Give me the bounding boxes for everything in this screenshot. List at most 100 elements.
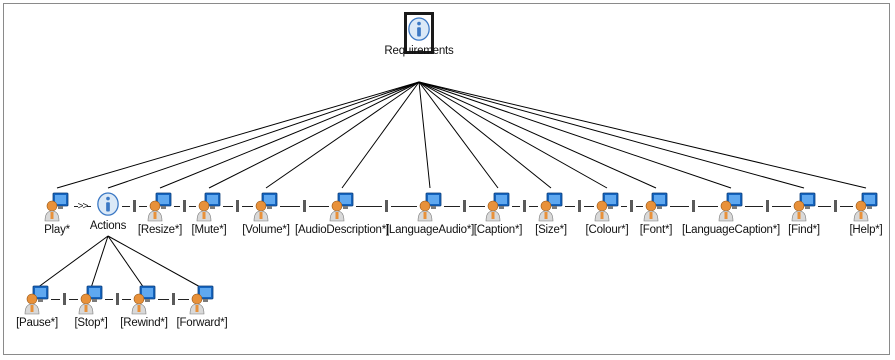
sequence-bar [462,200,466,212]
sequence-bar [116,293,119,305]
user-computer-icon [552,192,662,222]
user-computer-icon [676,192,786,222]
node-label: Requirements [384,45,454,57]
sequence-bar [523,200,526,212]
user-computer-icon [211,192,321,222]
user-computer-icon [601,192,711,222]
info-icon [53,192,163,218]
node-label: [Stop*] [74,317,108,329]
sequence-bar [630,200,633,212]
node-languageaudio[interactable]: [LanguageAudio*] [375,192,485,236]
edge-requirements-languagecaption [418,81,732,189]
edge-requirements-resize [159,81,420,189]
node-requirements[interactable]: Requirements [364,17,474,57]
edge-requirements-actions [107,81,420,189]
sequence-bar [692,200,695,212]
sequence-connector [120,198,148,214]
node-label: [Colour*] [585,224,629,236]
node-pause[interactable]: [Pause*] [0,285,92,329]
edge-requirements-audiodescription [341,81,420,189]
sequence-connector [510,198,539,214]
edge-requirements-size [418,81,552,189]
node-resize[interactable]: [Resize*] [105,192,215,236]
requires-connector: >> [69,198,96,214]
node-label: [Mute*] [191,224,227,236]
sequence-bar [577,200,581,212]
edge-requirements-font [418,81,657,189]
sequence-bar [236,200,239,212]
user-computer-icon [811,192,895,222]
node-label: [AudioDescription*] [294,224,389,236]
edge-actions-stop [90,235,109,289]
node-label: [Size*] [535,224,567,236]
sequence-bar [183,200,186,212]
sequence-connector [103,291,132,307]
sequence-bar [766,200,769,212]
node-mute[interactable]: [Mute*] [154,192,264,236]
edge-actions-forward [107,235,203,289]
node-volume[interactable]: [Volume*] [211,192,321,236]
sequence-bar [132,200,136,212]
node-label: [LanguageAudio*] [385,224,475,236]
sequence-connector [619,198,644,214]
node-size[interactable]: [Size*] [496,192,606,236]
diagram-frame [3,3,890,355]
sequence-connector [172,198,197,214]
user-computer-icon [375,192,485,222]
sequence-connector [221,198,254,214]
node-play[interactable]: Play* [2,192,112,236]
user-computer-icon [89,285,199,315]
node-label: Play* [44,224,70,236]
node-stop[interactable]: [Stop*] [36,285,146,329]
node-font[interactable]: [Font*] [601,192,711,236]
user-computer-icon [443,192,553,222]
node-label: [Resize*] [137,224,183,236]
node-forward[interactable]: [Forward*] [147,285,257,329]
node-colour[interactable]: [Colour*] [552,192,662,236]
edge-requirements-colour [418,81,608,189]
sequence-connector [156,291,190,307]
sequence-connector [278,198,330,214]
node-actions[interactable]: Actions [53,192,163,232]
edge-requirements-mute [208,81,420,189]
node-label: [Volume*] [242,224,290,236]
node-caption[interactable]: [Caption*] [443,192,553,236]
node-label: [Help*] [849,224,883,236]
edge-actions-pause [36,235,109,289]
node-label: [Find*] [788,224,820,236]
node-audiodescription[interactable]: [AudioDescription*] [287,192,397,236]
node-label: [Pause*] [16,317,58,329]
node-label: [Rewind*] [120,317,168,329]
sequence-bar [62,293,66,305]
info-icon [364,17,474,43]
node-rewind[interactable]: [Rewind*] [89,285,199,329]
node-label: Actions [89,220,127,232]
user-computer-icon [105,192,215,222]
sequence-connector [743,198,792,214]
node-help[interactable]: [Help*] [811,192,895,236]
user-computer-icon [147,285,257,315]
node-label: [Caption*] [473,224,523,236]
edge-actions-rewind [107,235,145,289]
edge-requirements-help [418,81,867,189]
user-computer-icon [496,192,606,222]
edge-requirements-play [56,81,420,189]
sequence-connector [354,198,418,214]
sequence-connector [442,198,486,214]
node-languagecaption[interactable]: [LanguageCaption*] [676,192,786,236]
edge-requirements-find [418,81,805,189]
user-computer-icon [2,192,112,222]
edge-requirements-volume [265,81,420,189]
user-computer-icon [287,192,397,222]
node-find[interactable]: [Find*] [749,192,859,236]
sequence-bar [833,200,837,212]
sequence-bar [302,200,306,212]
user-computer-icon [154,192,264,222]
sequence-bar [384,200,388,212]
user-computer-icon [36,285,146,315]
sequence-bar [171,293,175,305]
node-label: [Forward*] [176,317,228,329]
node-label: [LanguageCaption*] [681,224,781,236]
